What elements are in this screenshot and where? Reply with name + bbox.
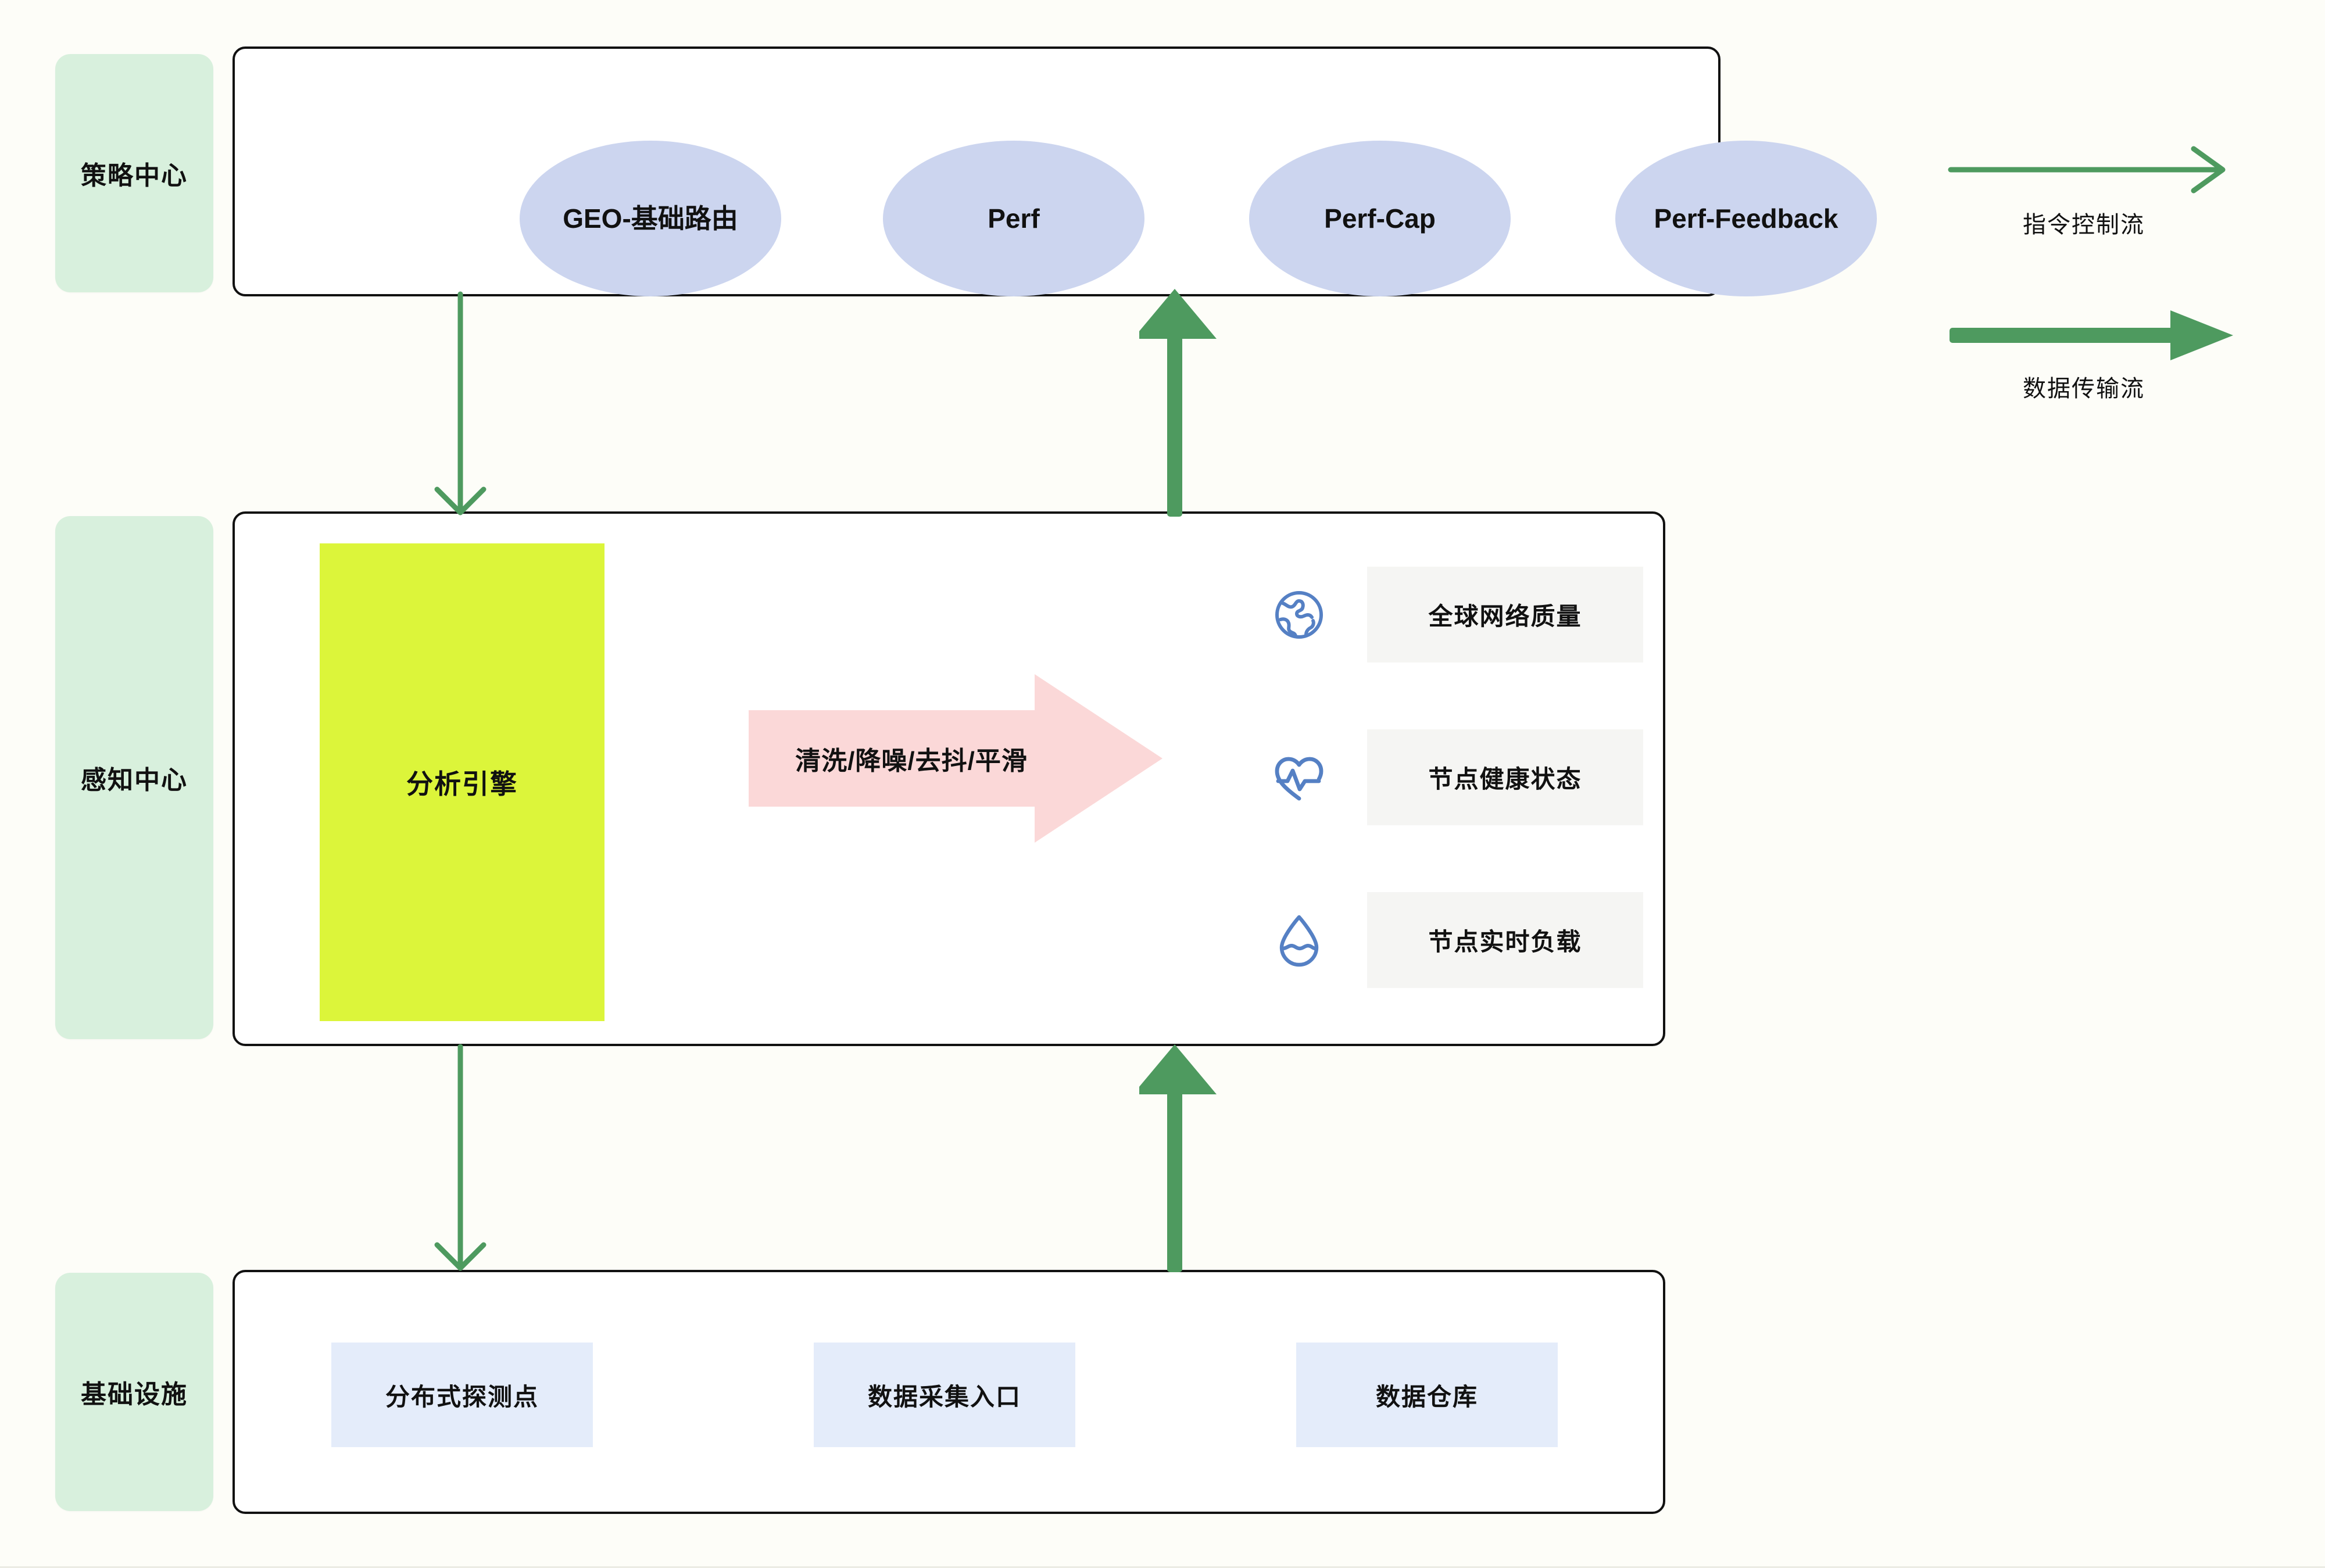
metric-label: 节点健康状态 [1428, 765, 1582, 793]
node-label: Perf-Cap [1324, 203, 1436, 234]
metric-card: 节点实时负载 [1367, 892, 1643, 988]
strategy-node-geo-routing[interactable]: GEO-基础路由 [520, 141, 781, 296]
panel-strategy-center: GEO-基础路由 Perf Perf-Cap Perf-Feedback [233, 46, 1877, 296]
infra-card-label: 数据仓库 [1375, 1383, 1478, 1411]
legend-label: 数据传输流 [2023, 376, 2145, 402]
legend-item-data-flow: 数据传输流 [1947, 309, 2249, 403]
water-drop-icon [1267, 908, 1331, 972]
globe-icon [1267, 583, 1331, 647]
metric-card: 全球网络质量 [1367, 567, 1643, 663]
infra-card-label: 数据采集入口 [867, 1383, 1021, 1411]
thin-line-arrow-icon [1947, 145, 2238, 198]
lane-label-text: 感知中心 [81, 766, 188, 794]
legend: 指令控制流 数据传输流 [1947, 145, 2249, 473]
heart-pulse-icon [1267, 746, 1331, 810]
strategy-node-perf-cap[interactable]: Perf-Cap [1249, 141, 1511, 296]
connector-sense-to-infra-control-flow [424, 1043, 564, 1273]
connector-infra-to-sense-data-flow [1139, 1043, 1279, 1273]
strategy-node-perf[interactable]: Perf [883, 141, 1144, 296]
metric-label: 节点实时负载 [1428, 928, 1582, 955]
lane-label-infrastructure: 基础设施 [55, 1273, 213, 1511]
node-label: Perf [988, 203, 1040, 234]
connector-sense-to-strategy-data-flow [1139, 288, 1279, 517]
legend-item-control-flow: 指令控制流 [1947, 145, 2249, 239]
node-label: Perf-Feedback [1654, 203, 1838, 234]
metric-row-node-realtime-load[interactable]: 节点实时负载 [1267, 892, 1643, 988]
infra-card-distributed-probes[interactable]: 分布式探测点 [331, 1343, 593, 1447]
legend-label: 指令控制流 [2023, 212, 2145, 238]
metric-card: 节点健康状态 [1367, 729, 1643, 825]
infra-card-label: 分布式探测点 [385, 1383, 539, 1411]
metric-row-node-health-status[interactable]: 节点健康状态 [1267, 729, 1643, 825]
connector-strategy-to-sense-control-flow [424, 291, 564, 517]
thick-block-arrow-icon [1947, 309, 2238, 361]
metric-label: 全球网络质量 [1428, 603, 1582, 630]
lane-label-text: 策略中心 [81, 162, 188, 190]
analysis-engine-label: 分析引擎 [406, 769, 518, 799]
metric-row-global-network-quality[interactable]: 全球网络质量 [1267, 567, 1643, 663]
process-pipeline-arrow: 清洗/降噪/去抖/平滑 [749, 674, 1162, 843]
lane-label-strategy: 策略中心 [55, 54, 213, 292]
infra-card-data-ingestion-gateway[interactable]: 数据采集入口 [814, 1343, 1075, 1447]
infra-card-data-warehouse[interactable]: 数据仓库 [1296, 1343, 1558, 1447]
analysis-engine-block[interactable]: 分析引擎 [320, 543, 604, 1021]
lane-label-text: 基础设施 [81, 1380, 188, 1409]
node-label: GEO-基础路由 [563, 203, 738, 234]
strategy-node-perf-feedback[interactable]: Perf-Feedback [1615, 141, 1877, 296]
lane-label-sense: 感知中心 [55, 516, 213, 1039]
